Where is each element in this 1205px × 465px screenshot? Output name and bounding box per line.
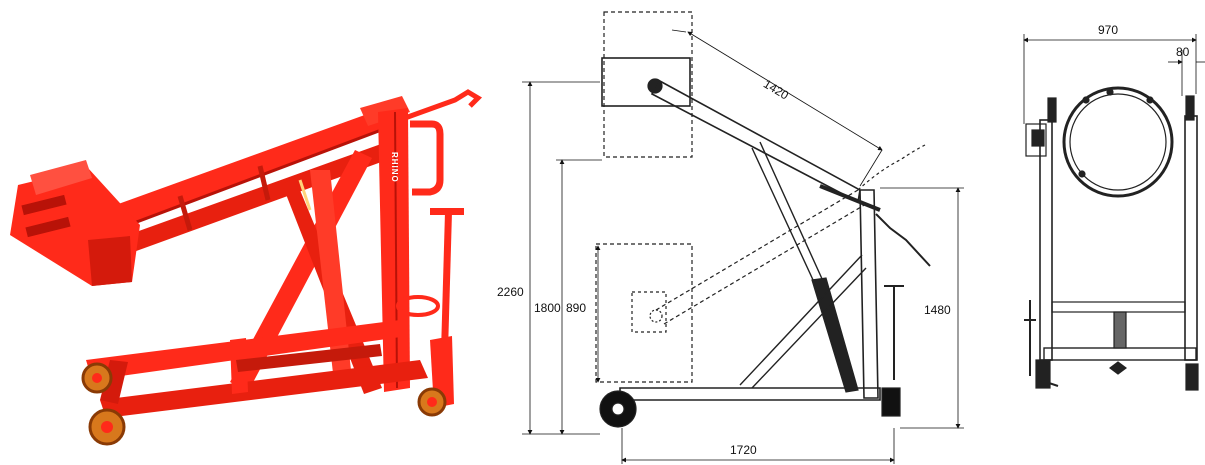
dim-overall-width: 970: [1098, 23, 1118, 37]
product-photo: RHINO: [10, 89, 483, 446]
side-lift-arm: [650, 78, 861, 204]
dim-arm-length: 1420: [761, 77, 791, 103]
dim-low-height: 890: [566, 301, 586, 315]
side-base: [619, 387, 881, 401]
mast: RHINO: [378, 89, 483, 392]
drum-clamp: [10, 160, 140, 286]
drum-outline-low: [595, 243, 693, 383]
base-frame: [86, 320, 428, 418]
arm-lowered-outline: [655, 189, 867, 325]
drum-raised: [601, 57, 691, 107]
side-view-drawing: [595, 11, 931, 428]
right-post: [1184, 115, 1198, 361]
drum-outline-high: [603, 11, 693, 158]
side-view-dimensions: [522, 29, 964, 464]
front-cross-rail: [1051, 301, 1186, 313]
front-view-drawing: [1024, 86, 1199, 391]
dim-side-offset: 80: [1176, 45, 1190, 59]
dim-wheelbase: 1720: [730, 443, 757, 457]
front-base: [1043, 347, 1197, 361]
dim-handle-height: 1480: [924, 303, 951, 317]
hydraulic-cylinder: [811, 277, 859, 393]
front-view-dimensions: [1023, 34, 1205, 124]
side-mast: [859, 189, 879, 399]
dim-total-height: 2260: [497, 285, 524, 299]
drum-ring: [1062, 86, 1174, 198]
dim-lift-height: 1800: [534, 301, 561, 315]
photo-wheels: [81, 362, 447, 446]
brand-label: RHINO: [390, 152, 399, 183]
